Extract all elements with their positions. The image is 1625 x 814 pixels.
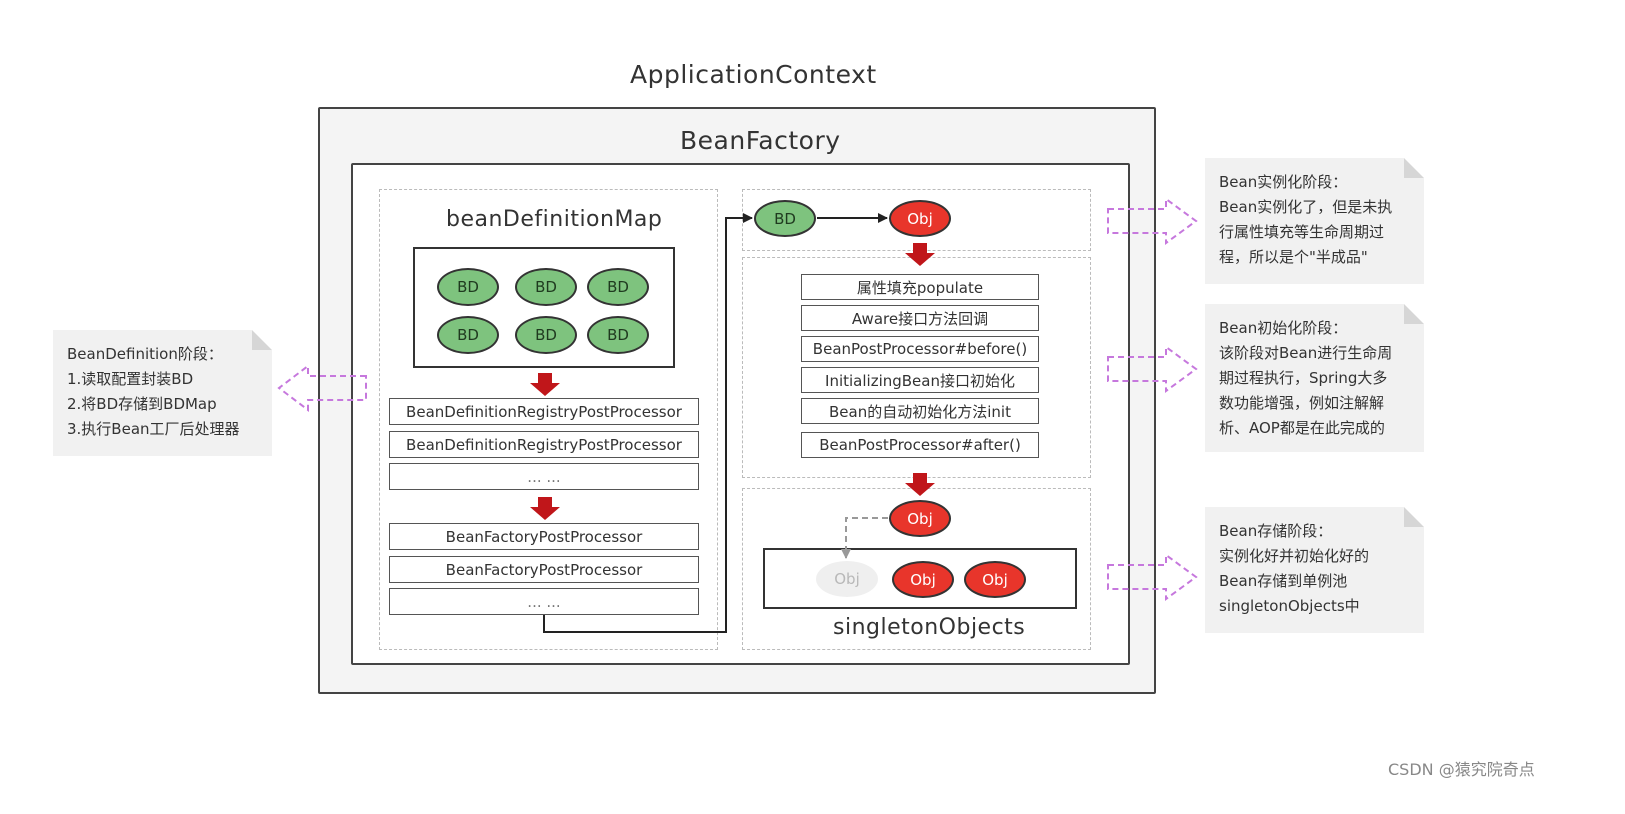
obj-to-singleton-arrow [841,517,888,559]
note-line: singletonObjects中 [1219,597,1360,615]
singleton-objects-title: singletonObjects [833,615,1026,640]
init-step: BeanPostProcessor#after() [801,432,1039,458]
bd-entry: BD [437,316,499,354]
note-line: 析、AOP都是在此完成的 [1219,419,1385,437]
flow-arrow-down [905,243,935,266]
note-line: 数功能增强，例如注解解 [1219,394,1385,412]
note-bean-definition: BeanDefinition阶段： 1.读取配置封装BD 2.将BD存储到BDM… [53,330,272,456]
note-line: 2.将BD存储到BDMap [67,395,217,413]
note-fold-corner [1404,507,1424,527]
note-line: 程，所以是个"半成品" [1219,248,1368,266]
init-step: InitializingBean接口初始化 [801,367,1039,393]
bd-entry: BD [587,268,649,306]
flow-arrow-down [530,497,560,520]
note-heading: BeanDefinition阶段： [67,345,223,363]
route-to-instantiation [543,213,753,633]
note-fold-corner [1404,158,1424,178]
instantiation-bd: BD [754,200,816,237]
bd-entry: BD [587,316,649,354]
registry-post-processor: BeanDefinitionRegistryPostProcessor [389,431,699,458]
instantiation-obj: Obj [889,200,951,237]
note-heading: Bean存储阶段： [1219,522,1333,540]
note-instantiation: Bean实例化阶段： Bean实例化了，但是未执 行属性填充等生命周期过 程，所… [1205,158,1424,284]
note-line: 行属性填充等生命周期过 [1219,223,1385,241]
note-fold-corner [252,330,272,350]
init-step: 属性填充populate [801,274,1039,300]
init-step: Bean的自动初始化方法init [801,398,1039,424]
bd-entry: BD [515,268,577,306]
note-line: 期过程执行，Spring大多 [1219,369,1388,387]
note-fold-corner [1404,304,1424,324]
bd-entry: BD [437,268,499,306]
bean-definition-map-title: beanDefinitionMap [446,207,663,232]
registry-post-processor: BeanDefinitionRegistryPostProcessor [389,398,699,425]
bd-entry: BD [515,316,577,354]
note-heading: Bean实例化阶段： [1219,173,1348,191]
note-line: 1.读取配置封装BD [67,370,194,388]
stage-arrow-right [1107,345,1198,393]
factory-post-processor: BeanFactoryPostProcessor [389,556,699,583]
note-heading: Bean初始化阶段： [1219,319,1348,337]
stage-arrow-right [1107,553,1198,601]
factory-post-processor: BeanFactoryPostProcessor [389,523,699,550]
initialized-obj: Obj [889,500,951,537]
note-line: 该阶段对Bean进行生命周 [1219,344,1393,362]
note-line: 3.执行Bean工厂后处理器 [67,420,240,438]
stage-arrows [277,197,1198,601]
registry-post-processor-ellipsis: ... ... [389,463,699,490]
application-context-title: ApplicationContext [630,60,877,89]
init-step: BeanPostProcessor#before() [801,336,1039,362]
note-initialization: Bean初始化阶段： 该阶段对Bean进行生命周 期过程执行，Spring大多 … [1205,304,1424,452]
flow-arrow-down [905,473,935,496]
note-line: Bean存储到单例池 [1219,572,1348,590]
init-step: Aware接口方法回调 [801,305,1039,331]
stage-arrow-left [277,363,367,413]
flow-arrows [530,243,935,520]
note-line: 实例化好并初始化好的 [1219,547,1370,565]
singleton-obj: Obj [964,561,1026,598]
stage-arrow-right [1107,197,1198,245]
bean-factory-title: BeanFactory [680,126,841,155]
factory-post-processor-ellipsis: ... ... [389,588,699,615]
bean-definition-region [379,189,718,650]
note-storage: Bean存储阶段： 实例化好并初始化好的 Bean存储到单例池 singleto… [1205,507,1424,633]
note-line: Bean实例化了，但是未执 [1219,198,1393,216]
watermark: CSDN @猿究院奇点 [1388,760,1535,779]
singleton-obj-placeholder: Obj [816,561,878,597]
flow-arrow-down [530,373,560,396]
singleton-obj: Obj [892,561,954,598]
